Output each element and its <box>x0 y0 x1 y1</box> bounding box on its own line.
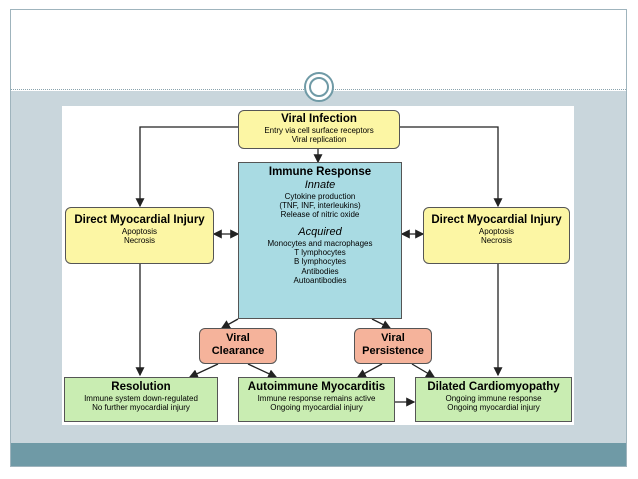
innate-label: Innate <box>304 179 336 192</box>
direct-injury-right-box: Direct Myocardial Injury Apoptosis Necro… <box>423 207 570 264</box>
arrow-persistence-to-autoimmune <box>356 363 383 378</box>
autoimmune-myocarditis-box: Autoimmune Myocarditis Immune response r… <box>238 377 395 422</box>
arrow-immune-to-clearance <box>220 318 239 329</box>
acquired-line: B lymphocytes <box>293 257 347 267</box>
innate-line: Cytokine production <box>284 191 356 201</box>
direct-injury-left-line: Apoptosis <box>121 227 158 237</box>
viral-clearance-line: Clearance <box>211 344 265 357</box>
arrow-persistence-to-dilated <box>411 363 436 378</box>
dilated-title: Dilated Cardiomyopathy <box>427 381 560 393</box>
acquired-line: T lymphocytes <box>294 248 346 258</box>
viral-infection-line: Viral replication <box>291 135 347 145</box>
arrow-clearance-to-resolution <box>188 363 219 378</box>
arrow-immune-to-persistence <box>371 318 392 329</box>
acquired-line: Autoantibodies <box>293 275 347 285</box>
resolution-box: Resolution Immune system down-regulated … <box>64 377 218 422</box>
resolution-line: Immune system down-regulated <box>84 394 198 404</box>
viral-clearance-line: Viral <box>226 332 250 344</box>
acquired-line: Antibodies <box>301 266 339 276</box>
dilated-line: Ongoing myocardial injury <box>447 403 540 413</box>
autoimmune-line: Immune response remains active <box>257 394 376 404</box>
viral-persistence-line: Viral <box>381 332 405 344</box>
connector-arrows <box>135 126 503 407</box>
direct-injury-left-line: Necrosis <box>123 236 156 246</box>
inner-ring <box>309 77 329 97</box>
resolution-title: Resolution <box>111 381 171 393</box>
slide-footer <box>11 443 626 466</box>
dilated-cardiomyopathy-box: Dilated Cardiomyopathy Ongoing immune re… <box>415 377 572 422</box>
direct-injury-left-title: Direct Myocardial Injury <box>74 214 205 226</box>
viral-infection-title: Viral Infection <box>281 113 357 125</box>
acquired-label: Acquired <box>298 226 342 239</box>
direct-injury-left-box: Direct Myocardial Injury Apoptosis Necro… <box>65 207 214 264</box>
direct-injury-right-title: Direct Myocardial Injury <box>431 214 562 226</box>
immune-response-title: Immune Response <box>268 166 372 178</box>
viral-clearance-box: Viral Clearance <box>199 328 277 364</box>
innate-line: (TNF, INF, interleukins) <box>279 201 361 211</box>
arrow-clearance-to-autoimmune <box>247 363 278 378</box>
circle-ornament-icon <box>304 72 334 102</box>
acquired-line: Monocytes and macrophages <box>267 239 373 249</box>
autoimmune-line: Ongoing myocardial injury <box>270 403 363 413</box>
arrow-infection-to-left-injury <box>135 126 238 208</box>
viral-persistence-box: Viral Persistence <box>354 328 432 364</box>
immune-response-box: Immune Response Innate Cytokine producti… <box>238 162 402 319</box>
diagram-panel: Viral Infection Entry via cell surface r… <box>62 106 574 425</box>
arrow-infection-to-right-injury <box>400 126 503 208</box>
viral-infection-box: Viral Infection Entry via cell surface r… <box>238 110 400 149</box>
viral-persistence-line: Persistence <box>362 344 424 357</box>
dilated-line: Ongoing immune response <box>445 394 542 404</box>
direct-injury-right-line: Necrosis <box>480 236 513 246</box>
autoimmune-title: Autoimmune Myocarditis <box>247 381 386 393</box>
innate-line: Release of nitric oxide <box>280 210 360 220</box>
direct-injury-right-line: Apoptosis <box>478 227 515 237</box>
viral-infection-line: Entry via cell surface receptors <box>264 126 374 136</box>
resolution-line: No further myocardial injury <box>92 403 190 413</box>
